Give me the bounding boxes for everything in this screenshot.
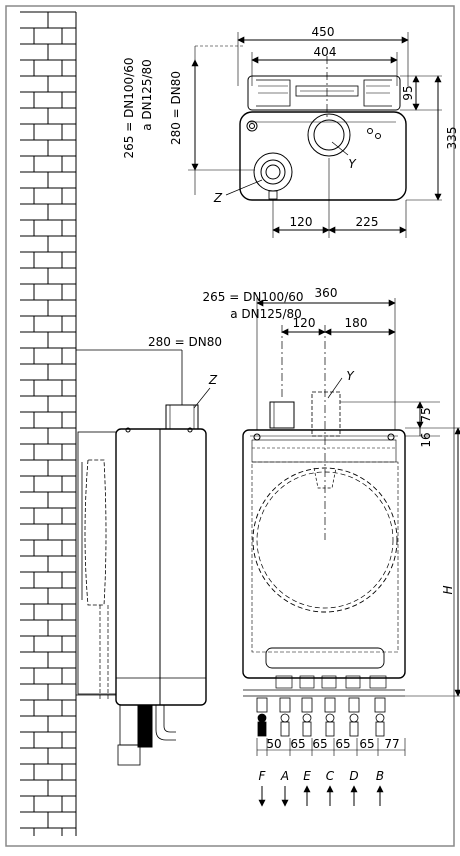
- connection-pipe: [279, 697, 291, 713]
- connection-fitting: [349, 721, 359, 737]
- connection-pipe: [301, 697, 313, 713]
- connection-letter-f: F: [259, 769, 267, 783]
- connection-letter-a: A: [280, 769, 289, 783]
- top-view: [188, 32, 442, 238]
- letter-z-top: Z: [213, 191, 223, 205]
- dim-95-label: 95: [401, 85, 415, 100]
- connection-fitting: [302, 721, 312, 737]
- side-view: [75, 349, 211, 766]
- front-control-panel: [265, 647, 385, 669]
- connection-letter-c: C: [326, 769, 335, 783]
- connection-fitting: [375, 721, 385, 737]
- dim-16-label: 16: [419, 432, 433, 447]
- connection-pipe: [374, 697, 386, 713]
- connection-spacing-label: 65: [359, 737, 374, 751]
- connection-valve: [280, 713, 290, 723]
- connection-pipe: [324, 697, 336, 713]
- letter-z-side: Z: [208, 373, 218, 387]
- dim-75-label: 75: [419, 407, 433, 422]
- connection-spacing-label: 50: [266, 737, 281, 751]
- dim-120-front-label: 120: [293, 316, 316, 330]
- connection-pipe: [348, 697, 360, 713]
- flue-label-line2: a DN125/80: [140, 59, 154, 131]
- letter-y-front: Y: [346, 369, 355, 383]
- brick-wall: [20, 11, 77, 836]
- front-connection-pipes: [256, 697, 386, 737]
- dim-404-label: 404: [314, 45, 337, 59]
- dim-450-label: 450: [312, 25, 335, 39]
- side-flue-pipe: [165, 404, 199, 430]
- front-view: [242, 298, 460, 697]
- flue-label-line1: 265 = DN100/60: [122, 57, 136, 158]
- side-boiler-body: [115, 428, 207, 706]
- connection-valve: [257, 713, 267, 723]
- letter-y-top: Y: [348, 157, 357, 171]
- connection-letter-e: E: [303, 769, 311, 783]
- side-expansion-vessel: [84, 459, 107, 606]
- top-view-back-section: [247, 75, 401, 111]
- connection-spacing-label: 77: [384, 737, 399, 751]
- front-boiler-body: [242, 429, 406, 679]
- connection-valve: [325, 713, 335, 723]
- dim-h-label: H: [441, 585, 455, 594]
- connection-fitting: [257, 721, 267, 737]
- side-flue-label-line3: 280 = DN80: [148, 335, 222, 349]
- connection-spacing-label: 65: [290, 737, 305, 751]
- flue-label-line3: 280 = DN80: [169, 71, 183, 145]
- connection-letter-b: B: [376, 769, 384, 783]
- side-flue-label-line1: 265 = DN100/60: [202, 290, 303, 304]
- connection-valve: [349, 713, 359, 723]
- connection-spacing-label: 65: [312, 737, 327, 751]
- connection-spacing-label: 65: [335, 737, 350, 751]
- connection-valve: [302, 713, 312, 723]
- front-heat-exchanger: [252, 467, 398, 613]
- connection-valve: [375, 713, 385, 723]
- connection-spacing-dims: 50 65 65 65 65 77: [256, 737, 406, 756]
- connection-fitting: [325, 721, 335, 737]
- connection-pipe: [256, 697, 268, 713]
- side-flue-label-line2: a DN125/80: [230, 307, 302, 321]
- dim-225-label: 225: [356, 215, 379, 229]
- flue-outlet-y: [307, 113, 351, 157]
- flue-outlet-z: [253, 152, 293, 192]
- connection-letter-d: D: [349, 769, 358, 783]
- dim-120-label: 120: [290, 215, 313, 229]
- top-view-body: [239, 111, 407, 201]
- dim-360-label: 360: [315, 286, 338, 300]
- connection-fitting: [280, 721, 290, 737]
- dim-335-label: 335: [445, 127, 459, 150]
- dim-180-front-label: 180: [345, 316, 368, 330]
- outer-border: [5, 5, 455, 847]
